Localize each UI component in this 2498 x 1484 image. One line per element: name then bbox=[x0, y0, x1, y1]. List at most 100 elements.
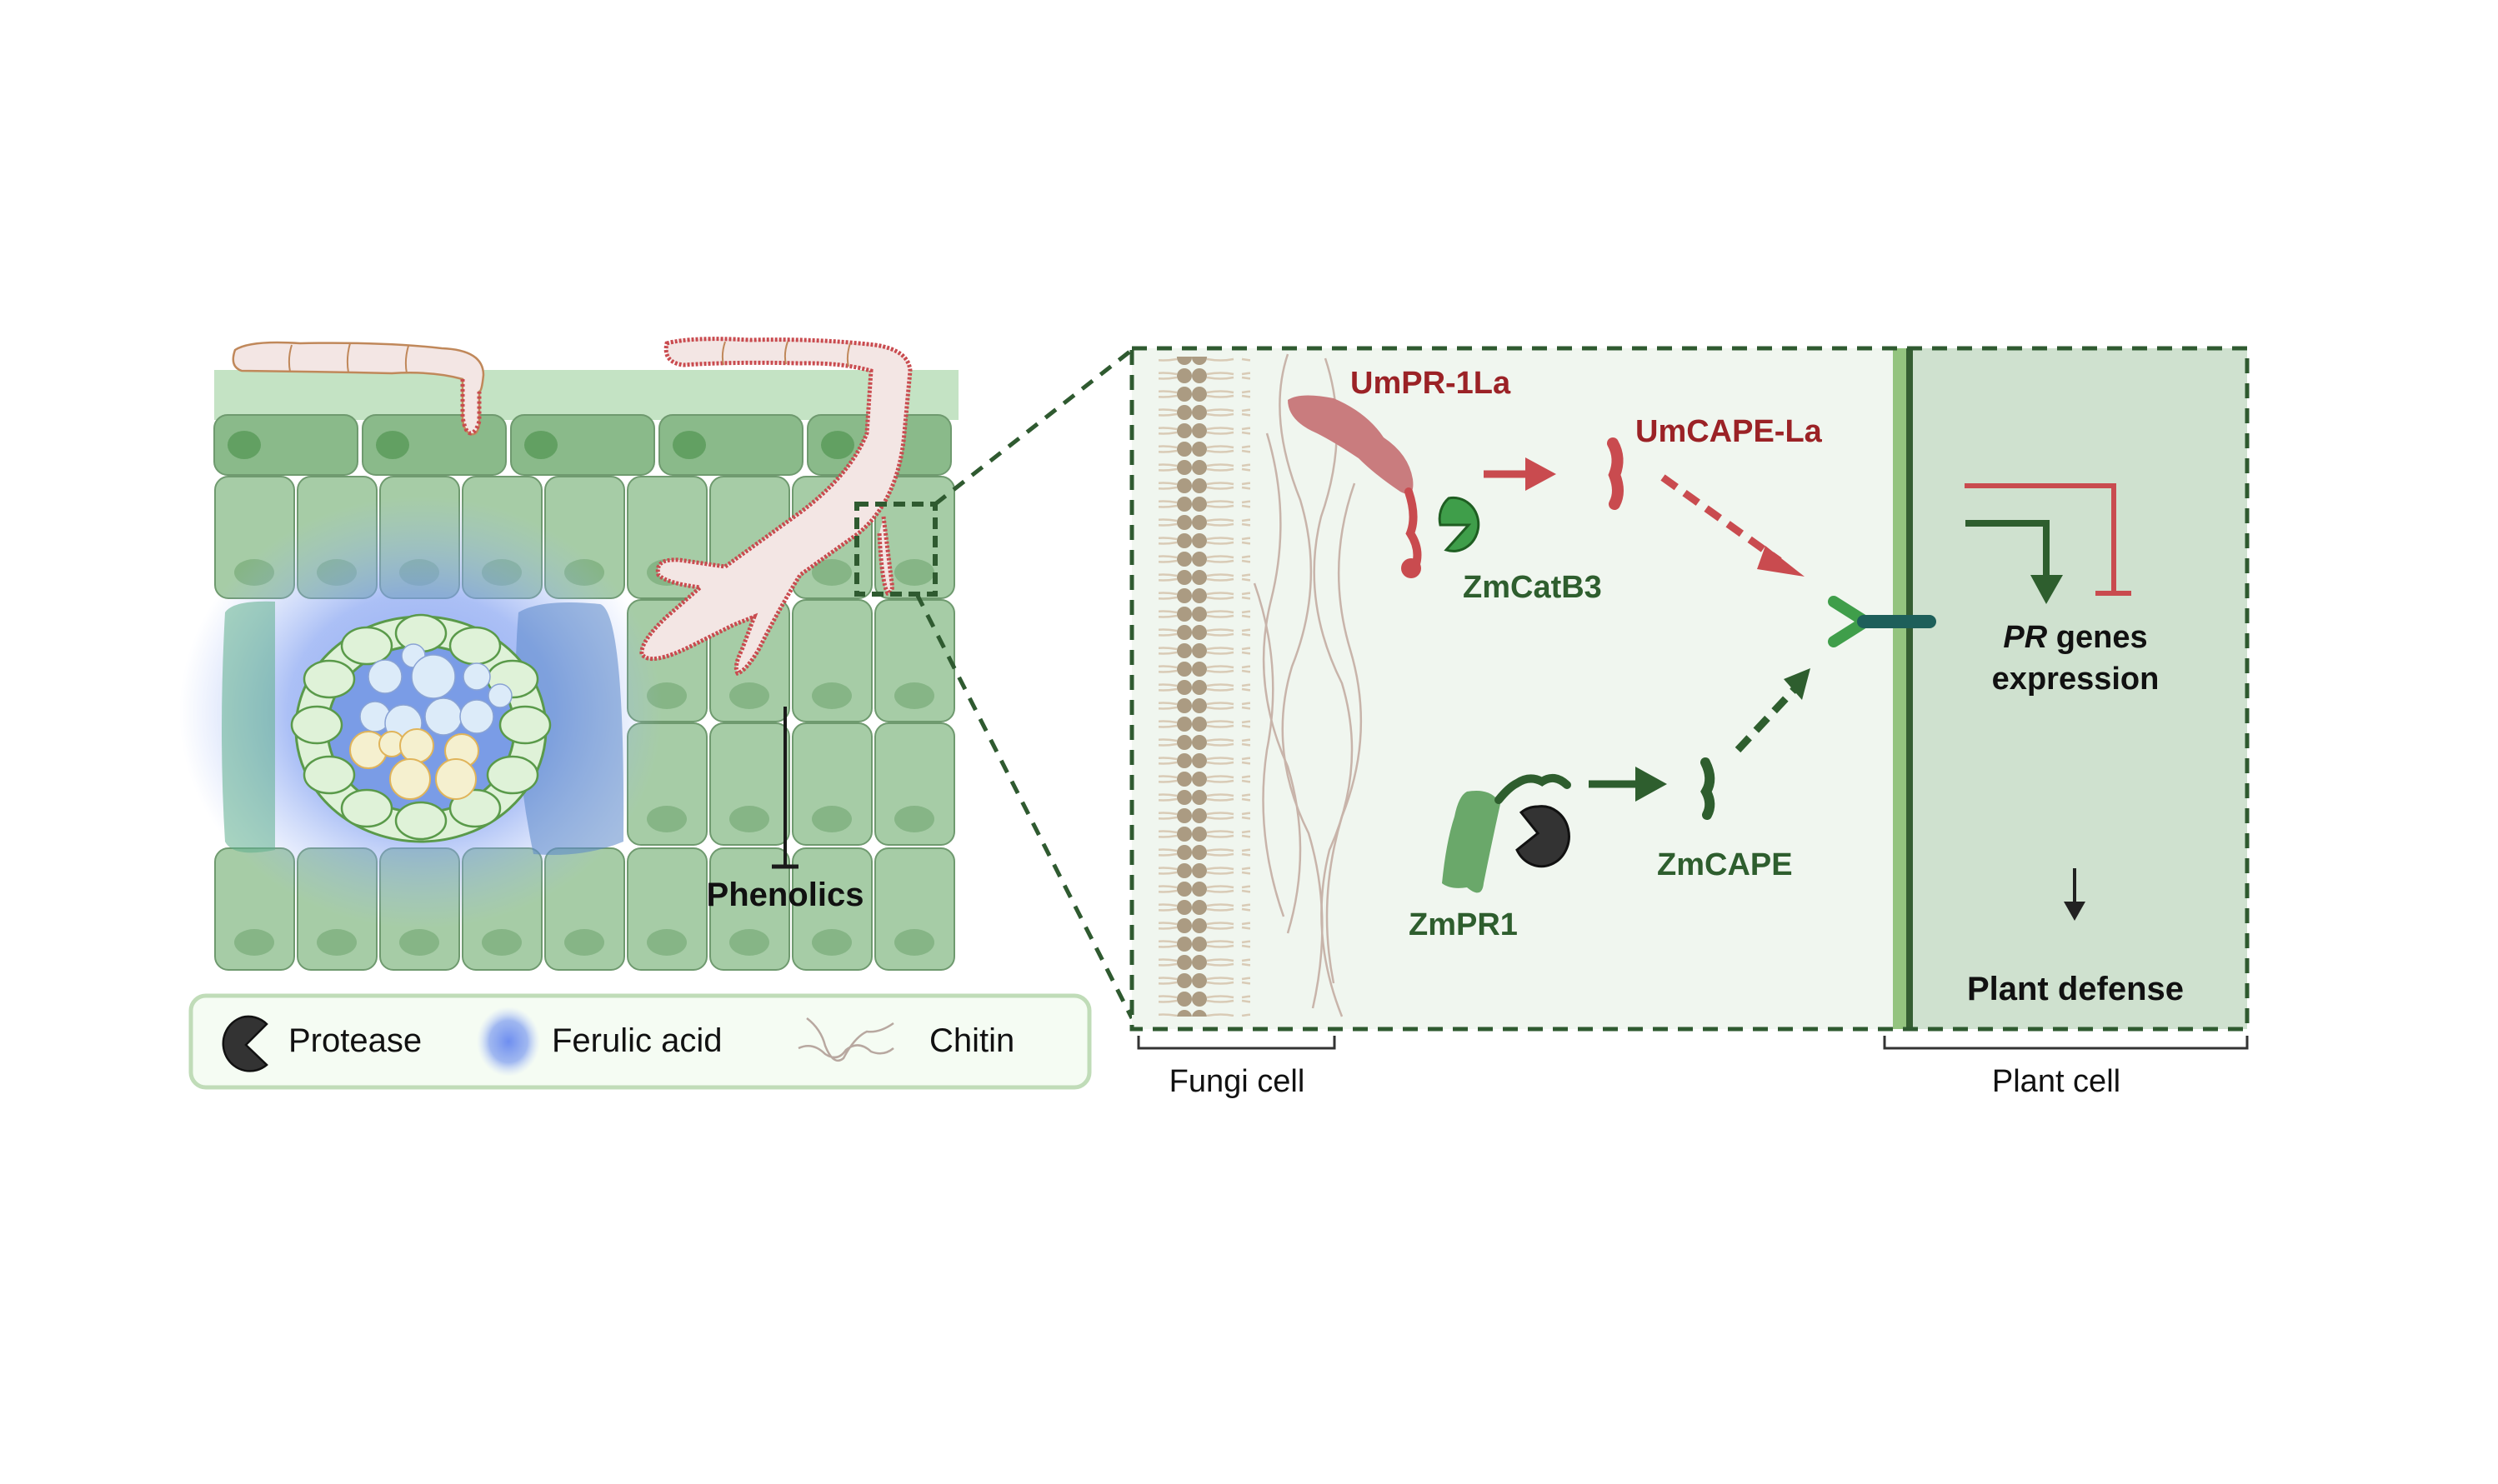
cell-nucleus bbox=[729, 806, 769, 832]
epidermal-cell bbox=[510, 414, 655, 476]
chitin-fibers bbox=[1253, 353, 1363, 1017]
xylem-cell bbox=[411, 654, 456, 699]
umpr-1la-label: UmPR-1La bbox=[1350, 366, 1511, 401]
cell-nucleus bbox=[234, 929, 274, 956]
bundle-sheath-cell bbox=[340, 626, 393, 666]
cell-nucleus bbox=[376, 431, 409, 459]
plant-plasma-membrane bbox=[1906, 348, 1913, 1029]
xylem-cell bbox=[459, 699, 494, 734]
apoplast-region bbox=[1132, 348, 1893, 1029]
fungal-hypha-left bbox=[232, 341, 485, 436]
zoom-panel-border bbox=[1129, 346, 2250, 1032]
leaf-tissue-panel: Phenolics bbox=[179, 337, 959, 971]
bundle-sheath-cell bbox=[498, 705, 552, 745]
cell-nucleus bbox=[729, 682, 769, 709]
zoom-connector-top bbox=[934, 348, 1134, 506]
cell-nucleus bbox=[399, 929, 439, 956]
phloem-cell bbox=[435, 758, 477, 800]
cell-nucleus bbox=[228, 431, 261, 459]
cell-nucleus bbox=[647, 806, 687, 832]
plant-cell-interior bbox=[1893, 348, 2247, 1029]
vascular-bundle bbox=[290, 613, 552, 843]
xylem-cell bbox=[463, 662, 491, 691]
cell-nucleus bbox=[673, 431, 706, 459]
legend-item-ferulic-acid: Ferulic acid bbox=[477, 1007, 723, 1077]
cell-nucleus bbox=[812, 559, 852, 586]
bundle-sheath-cell bbox=[394, 801, 448, 841]
legend-box bbox=[188, 993, 1092, 1090]
zmcatb3-protease-icon bbox=[1438, 496, 1480, 552]
epidermal-cell bbox=[213, 414, 358, 476]
repression-line bbox=[1965, 483, 2131, 596]
mesophyll-cell bbox=[709, 722, 790, 846]
phloem-cell bbox=[399, 728, 434, 763]
zoom-region-box bbox=[854, 502, 938, 597]
fungi-cell-label: Fungi cell bbox=[1169, 1064, 1305, 1099]
signal-arrow-fungal-dashed bbox=[1660, 474, 1805, 577]
cell-nucleus bbox=[812, 806, 852, 832]
mesophyll-cell bbox=[792, 599, 873, 722]
cell-nucleus bbox=[564, 929, 604, 956]
cell-nucleus bbox=[812, 682, 852, 709]
bundle-sheath-cell bbox=[303, 659, 356, 699]
bundle-sheath-cell bbox=[486, 755, 539, 795]
pr-genes-label: PR genes bbox=[2003, 620, 2147, 655]
cuticle-layer bbox=[214, 370, 959, 420]
epidermal-cell bbox=[658, 414, 803, 476]
bundle-sheath-cell bbox=[340, 788, 393, 828]
mesophyll-cell bbox=[874, 722, 955, 846]
bundle-sheath-cell bbox=[290, 705, 343, 745]
receptor bbox=[1828, 596, 1936, 647]
cell-nucleus bbox=[894, 806, 934, 832]
expression-label: expression bbox=[1992, 662, 2160, 697]
cleavage-arrow-fungal bbox=[1484, 457, 1556, 491]
phloem-cell bbox=[389, 758, 431, 800]
fungal-hypha-right bbox=[639, 337, 913, 676]
umcape-la-peptide bbox=[1607, 437, 1624, 510]
phenolics-label: Phenolics bbox=[707, 877, 864, 913]
umcape-la-label: UmCAPE-La bbox=[1635, 414, 1823, 449]
umpr-1la-protein bbox=[1288, 395, 1422, 578]
fungi-cell-bracket: Fungi cell bbox=[1137, 1036, 1336, 1099]
protease-icon bbox=[222, 1015, 268, 1072]
epidermis-row bbox=[213, 414, 952, 476]
mesophyll-cell bbox=[874, 599, 955, 722]
cell-nucleus bbox=[894, 559, 934, 586]
zmcape-peptide bbox=[1700, 757, 1715, 820]
ferulic-acid-icon bbox=[477, 1007, 540, 1077]
plant-cell-wall bbox=[1893, 348, 1906, 1029]
legend-label-chitin: Chitin bbox=[929, 1022, 1014, 1059]
cell-nucleus bbox=[729, 929, 769, 956]
plant-defense-label: Plant defense bbox=[1967, 971, 2184, 1007]
fungal-membrane bbox=[1159, 357, 1250, 1017]
chitin-icon bbox=[798, 1017, 894, 1062]
cell-nucleus bbox=[812, 929, 852, 956]
zmpr1-label: ZmPR1 bbox=[1409, 907, 1518, 942]
zmcatb3-label: ZmCatB3 bbox=[1463, 570, 1602, 605]
xylem-cell bbox=[424, 697, 463, 736]
legend-label-protease: Protease bbox=[288, 1022, 422, 1059]
zmcape-label: ZmCAPE bbox=[1657, 847, 1793, 882]
plant-cell-bracket: Plant cell bbox=[1883, 1036, 2249, 1099]
xylem-cell bbox=[488, 683, 513, 708]
plant-cell-label: Plant cell bbox=[1992, 1064, 2120, 1099]
cell-nucleus bbox=[524, 431, 558, 459]
cell-nucleus bbox=[317, 929, 357, 956]
cell-nucleus bbox=[482, 929, 522, 956]
activation-arrow bbox=[1965, 520, 2063, 604]
molecular-detail-panel: UmPR-1La ZmCatB3 UmCAPE-La ZmPR1 bbox=[1129, 346, 2250, 1032]
bundle-sheath-cell bbox=[448, 788, 502, 828]
legend-label-ferulic-acid: Ferulic acid bbox=[552, 1022, 723, 1059]
cell-nucleus bbox=[894, 929, 934, 956]
bundle-sheath-parenchyma bbox=[222, 601, 624, 855]
legend-item-chitin: Chitin bbox=[798, 1017, 1014, 1062]
legend-item-protease: Protease bbox=[222, 1015, 422, 1072]
signal-arrow-plant-dashed bbox=[1735, 668, 1810, 753]
defense-arrow bbox=[2064, 868, 2085, 921]
zoom-connector-bottom bbox=[914, 592, 1134, 1020]
bundle-sheath-cell bbox=[448, 626, 502, 666]
protease-icon-plant bbox=[1515, 805, 1570, 868]
legend: Protease Ferulic acid Chitin bbox=[188, 993, 1092, 1090]
bundle-sheath-cell bbox=[303, 755, 356, 795]
